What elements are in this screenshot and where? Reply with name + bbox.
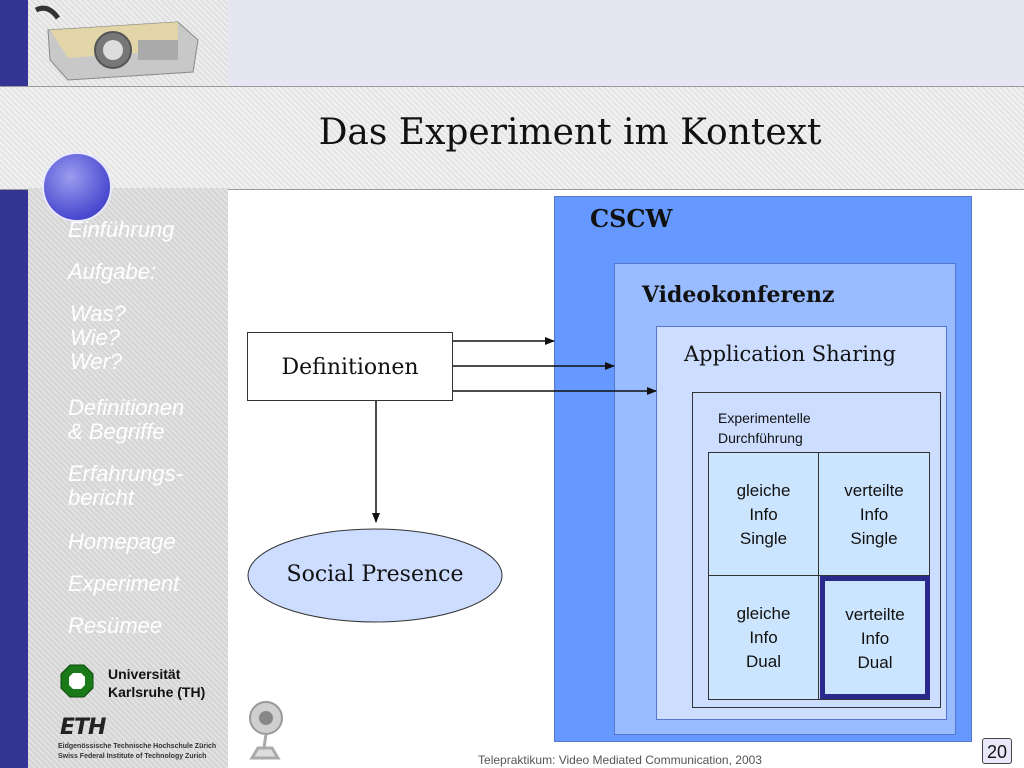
- nav-item-2[interactable]: Was?Wie?Wer?: [68, 302, 126, 374]
- decorative-circle: [42, 152, 112, 222]
- condition-cell-line: Dual: [857, 653, 893, 672]
- nav-item-4[interactable]: Erfahrungs-bericht: [68, 462, 183, 510]
- title-band: [0, 86, 1024, 190]
- top-band: [228, 0, 1024, 87]
- social-presence-ellipse: [247, 528, 503, 623]
- experimentelle-label: Experimentelle Durchführung: [718, 408, 811, 448]
- experimentelle-line-2: Durchführung: [718, 430, 803, 446]
- videokonferenz-label: Videokonferenz: [642, 282, 835, 308]
- condition-cell-line: Single: [739, 529, 788, 548]
- nav-item-line: Experiment: [68, 571, 180, 596]
- projector-icon: [34, 5, 199, 81]
- nav-item-line: bericht: [68, 485, 135, 510]
- application-sharing-label: Application Sharing: [684, 342, 896, 366]
- condition-cell-line: gleiche: [736, 481, 791, 500]
- university-line-2: Karlsruhe (TH): [108, 684, 206, 700]
- webcam-icon: [249, 701, 283, 760]
- experimentelle-line-1: Experimentelle: [718, 410, 811, 426]
- nav-item-1[interactable]: Aufgabe:: [68, 260, 156, 284]
- condition-cell-line: verteilte: [845, 605, 905, 624]
- nav-item-7[interactable]: Resümee: [68, 614, 162, 638]
- definitionen-box: [247, 332, 453, 401]
- condition-cell-line: verteilte: [844, 481, 904, 500]
- social-presence-label: Social Presence: [286, 562, 464, 587]
- nav-item-line: Wie?: [70, 325, 120, 350]
- condition-cell-line: Dual: [746, 652, 781, 671]
- condition-cell-line: Info: [749, 505, 778, 524]
- nav-item-line: Erfahrungs-: [68, 461, 183, 486]
- eth-logo: ETH: [60, 715, 106, 740]
- eth-line-1: Eidgenössische Technische Hochschule Zür…: [58, 743, 217, 750]
- definitionen-label: Definitionen: [281, 355, 419, 380]
- nav-item-line: Resümee: [68, 613, 163, 638]
- nav-item-5[interactable]: Homepage: [68, 530, 176, 554]
- nav-item-line: & Begriffe: [68, 419, 165, 444]
- nav-item-6[interactable]: Experiment: [68, 572, 179, 596]
- nav-item-line: Homepage: [68, 529, 176, 554]
- university-line-1: Universität: [108, 666, 181, 682]
- nav-item-line: Was?: [70, 301, 126, 326]
- nav-item-line: Aufgabe:: [68, 259, 157, 284]
- page-number: 20: [982, 738, 1012, 764]
- condition-cell-line: Info: [860, 629, 890, 648]
- condition-cell-line: Info: [749, 628, 778, 647]
- condition-cell-line: gleiche: [736, 604, 791, 623]
- nav-item-line: Wer?: [70, 349, 123, 374]
- nav-item-0[interactable]: Einführung: [68, 218, 174, 242]
- condition-cell-line: Single: [850, 529, 898, 548]
- footer-text: Telepraktikum: Video Mediated Communicat…: [478, 753, 762, 767]
- condition-cell-line: Info: [859, 505, 889, 524]
- cscw-label: CSCW: [590, 204, 673, 233]
- university-logo-icon: [60, 664, 94, 698]
- nav-item-line: Definitionen: [68, 395, 185, 420]
- university-name: Universität Karlsruhe (TH): [108, 665, 205, 701]
- nav-item-line: Einführung: [68, 217, 175, 242]
- nav-item-3[interactable]: Definitionen& Begriffe: [68, 396, 184, 444]
- eth-line-2: Swiss Federal Institute of Technology Zu…: [58, 753, 207, 760]
- eth-subtitle: Eidgenössische Technische Hochschule Zür…: [58, 742, 216, 762]
- page-title: Das Experiment im Kontext: [318, 112, 822, 153]
- nav-column: [28, 188, 228, 768]
